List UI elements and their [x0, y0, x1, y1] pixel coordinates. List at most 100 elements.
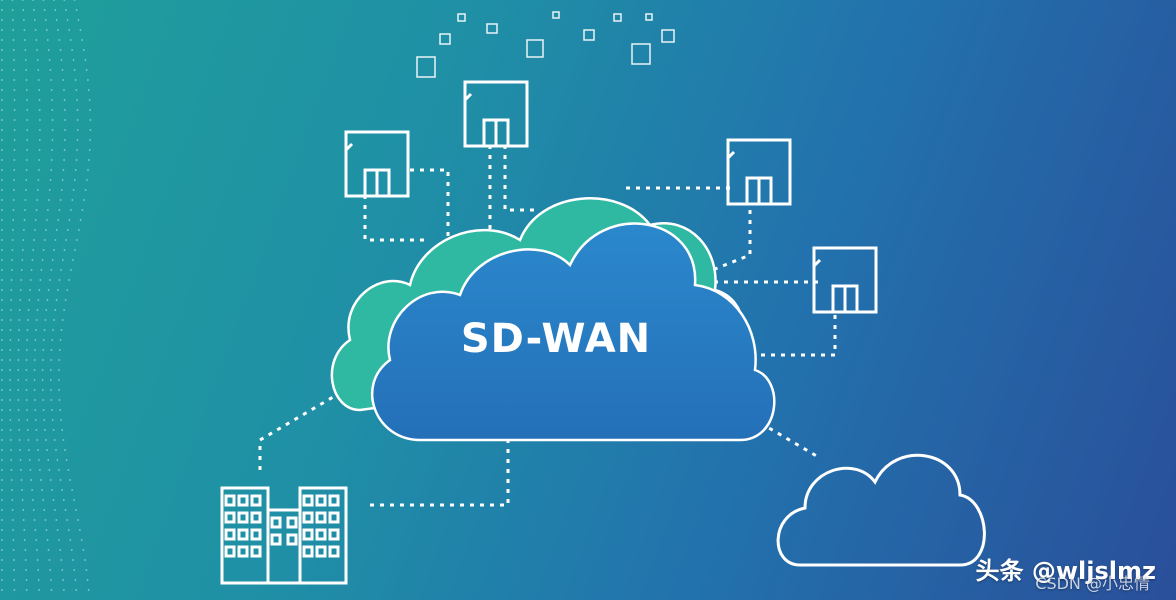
particle-dot [36, 189, 39, 191]
particle-dot [1, 379, 3, 381]
particle-dot [34, 349, 36, 351]
window-shape [250, 545, 262, 558]
particle-dot [50, 359, 52, 361]
particle-dot [33, 519, 36, 521]
particle-dot [19, 299, 22, 301]
particle-dot [72, 559, 74, 561]
particle-dot [13, 589, 16, 591]
particle-dot [74, 79, 77, 81]
particle-dot [11, 249, 14, 251]
particle-dot [58, 279, 61, 281]
sd-wan-cloud-shape [371, 222, 776, 442]
window-shape [302, 494, 314, 507]
particle-dot [55, 519, 58, 521]
particle-dot [12, 229, 14, 231]
particle-dot [26, 99, 28, 101]
window-shape [270, 516, 282, 529]
particle-dot [84, 59, 87, 61]
particle-dot [36, 59, 39, 61]
particle-dot [64, 299, 67, 301]
particle-dot [50, 399, 53, 401]
particle-dot [19, 449, 21, 451]
particle-dot [50, 579, 52, 581]
particle-dot [43, 9, 46, 11]
particle-dot [28, 449, 30, 451]
particle-dot [62, 169, 65, 171]
particle-dot [9, 429, 12, 431]
particle-dot [23, 219, 26, 221]
particle-dot [1, 339, 3, 341]
window-shape [315, 511, 327, 524]
particle-dot [17, 349, 20, 351]
particle-dot [33, 389, 36, 391]
office-building-icon [344, 130, 410, 198]
particle-dot [21, 489, 23, 491]
particle-dot [13, 159, 16, 161]
particle-dot [47, 289, 50, 291]
particle-dot [47, 459, 50, 461]
particle-dot [59, 49, 62, 51]
particle-dot [9, 329, 12, 331]
particle-dot [73, 499, 75, 501]
particle-dot [12, 29, 15, 31]
particle-dot [73, 569, 76, 571]
particle-dot [23, 539, 26, 541]
particle-dot [10, 289, 13, 291]
particle-dot [1, 9, 3, 11]
particle-dot [34, 229, 36, 231]
particle-dot [69, 39, 72, 41]
particle-dot [38, 169, 40, 171]
particle-dot [45, 29, 48, 31]
particle-dot [35, 209, 38, 211]
particle-dot [1, 579, 3, 581]
particle-dot [51, 139, 54, 141]
particle-dot [73, 69, 76, 71]
particle-dot [86, 179, 88, 181]
particle-dot [56, 529, 59, 531]
particle-dot [74, 169, 77, 171]
headquarters-building-icon [220, 486, 348, 585]
particle-dot [37, 299, 40, 301]
particle-dot [25, 189, 27, 191]
particle-dot [9, 319, 12, 321]
particle-dot [53, 0, 55, 1]
particle-dot [17, 369, 20, 371]
particle-dot [49, 279, 51, 281]
particle-dot [1, 569, 3, 571]
particle-dot [26, 339, 28, 341]
particle-dot [60, 559, 63, 561]
particle-dot [1, 289, 3, 291]
particle-dot [21, 499, 24, 501]
particle-dot [37, 449, 39, 451]
particle-dot [18, 419, 20, 421]
particle-dot [33, 19, 36, 21]
particle-dot [51, 419, 54, 421]
particle-dot [43, 239, 46, 241]
particle-dot [79, 219, 82, 221]
particle-dot [1, 139, 3, 141]
particle-dot [34, 399, 36, 401]
particle-dot [38, 139, 41, 141]
particle-dot [18, 429, 21, 431]
particle-dot [38, 459, 40, 461]
particle-dot [44, 19, 47, 21]
particle-dot [1, 79, 3, 81]
particle-dot [69, 479, 72, 481]
particle-dot [77, 519, 79, 521]
particle-dot [38, 289, 41, 291]
particle-dot [1, 19, 3, 21]
particle-dot [57, 219, 60, 221]
particle-dot [37, 569, 40, 571]
particle-dot [64, 139, 66, 141]
particle-dot [74, 579, 77, 581]
particle-dot [73, 0, 76, 1]
particle-dot [55, 19, 58, 21]
particle-dot [66, 19, 69, 21]
particle-dot [25, 169, 28, 171]
particle-dot [76, 129, 79, 131]
particle-dot [10, 279, 13, 281]
particle-dot [60, 269, 62, 271]
particle-wave [1, 0, 92, 591]
particle-dot [50, 349, 53, 351]
particle-dot [50, 169, 53, 171]
